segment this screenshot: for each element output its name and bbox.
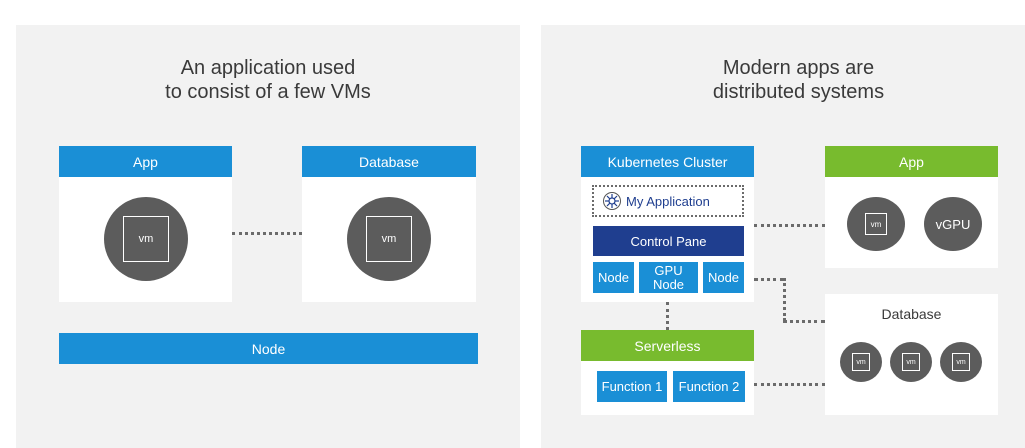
cluster-app-connector xyxy=(754,224,825,227)
kubernetes-cluster-header: Kubernetes Cluster xyxy=(581,146,754,177)
k8s-node-1: Node xyxy=(593,262,634,293)
right-title: Modern apps are distributed systems xyxy=(541,56,1025,104)
k8s-gpu-node: GPU Node xyxy=(639,262,698,293)
right-title-line1: Modern apps are xyxy=(722,57,875,79)
right-title-line2: distributed systems xyxy=(712,81,885,103)
vm-icon: vm xyxy=(366,216,412,262)
left-db-vm-circle: vm xyxy=(347,197,431,281)
db-vm-circle-2: vm xyxy=(890,342,932,382)
vm-icon: vm xyxy=(852,353,870,371)
left-node-bar: Node xyxy=(59,333,478,364)
left-app-vm-circle: vm xyxy=(104,197,188,281)
left-title: An application used to consist of a few … xyxy=(16,56,520,104)
vgpu-circle: vGPU xyxy=(924,197,982,251)
vm-icon: vm xyxy=(865,213,887,235)
left-app-header: App xyxy=(59,146,232,177)
left-app-db-connector xyxy=(232,232,302,235)
vm-icon: vm xyxy=(952,353,970,371)
serverless-header: Serverless xyxy=(581,330,754,361)
left-title-line2: to consist of a few VMs xyxy=(165,81,371,103)
gpu-node-line1: GPU xyxy=(654,262,683,278)
cluster-serverless-connector xyxy=(666,302,669,330)
db-vm-circle-3: vm xyxy=(940,342,982,382)
function-1: Function 1 xyxy=(597,371,667,402)
vm-icon: vm xyxy=(123,216,169,262)
db-vm-circle-1: vm xyxy=(840,342,882,382)
my-application-box: My Application xyxy=(592,185,744,217)
left-title-line1: An application used xyxy=(180,57,356,79)
my-application-label: My Application xyxy=(626,193,710,209)
right-database-label: Database xyxy=(881,306,942,322)
function-2: Function 2 xyxy=(673,371,745,402)
vm-icon: vm xyxy=(902,353,920,371)
node-db-connector-h1 xyxy=(754,278,784,281)
right-app-header: App xyxy=(825,146,998,177)
node-db-connector-h2 xyxy=(783,320,825,323)
node-db-connector-v xyxy=(783,278,786,321)
function-db-connector xyxy=(754,383,825,386)
gpu-node-line2: Node xyxy=(652,276,685,292)
helm-icon xyxy=(602,191,622,211)
left-database-header: Database xyxy=(302,146,476,177)
right-app-vm-circle: vm xyxy=(847,197,905,251)
control-pane: Control Pane xyxy=(593,226,744,256)
k8s-node-2: Node xyxy=(703,262,744,293)
